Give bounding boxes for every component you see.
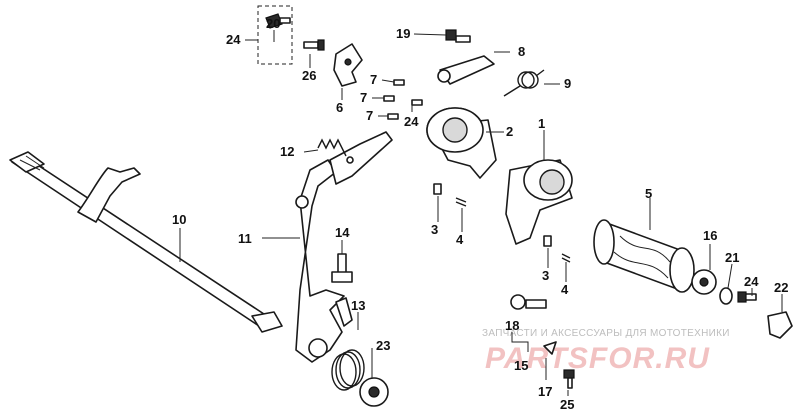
callout-4-left: 4: [456, 232, 464, 247]
part-18-spindle-pin: [510, 294, 547, 310]
part-24-bolt-right: [737, 291, 757, 303]
callout-labels: 1 2 3 3 4 4 5 6 7 7 7 8 9 10 11 12 13 14…: [172, 16, 788, 412]
callout-25: 25: [560, 397, 574, 412]
part-1-shift-fork: [505, 159, 573, 245]
part-5-shift-drum: [593, 219, 695, 293]
part-14-pin: [331, 253, 353, 283]
part-4-clips: [455, 197, 571, 263]
leader-lines: [179, 30, 783, 396]
callout-11: 11: [238, 231, 252, 246]
part-8-stopper-arm: [437, 55, 495, 85]
callout-9: 9: [564, 76, 571, 91]
callout-5: 5: [645, 186, 652, 201]
part-22-cap: [767, 311, 793, 339]
callout-8: 8: [518, 44, 525, 59]
part-9-stopper-spring: [503, 69, 545, 97]
part-7-pins: [383, 79, 405, 120]
callout-19: 19: [396, 26, 410, 41]
callout-23: 23: [376, 338, 390, 353]
part-17-clip: [543, 341, 557, 355]
callout-21: 21: [725, 250, 739, 265]
watermark-tagline: ЗАПЧАСТИ И АКСЕССУАРЫ ДЛЯ МОТОТЕХНИКИ: [482, 328, 730, 339]
callout-7-mid: 7: [360, 90, 367, 105]
part-2-shift-fork: [426, 107, 497, 179]
callout-12: 12: [280, 144, 294, 159]
callout-2: 2: [506, 124, 513, 139]
callout-7-top: 7: [370, 72, 377, 87]
part-3-guide-pins: [433, 183, 552, 247]
callout-17: 17: [538, 384, 552, 399]
callout-24-boxed: 24: [226, 32, 241, 47]
part-24-pin-center: [411, 99, 423, 106]
part-16-cam-plate: [691, 269, 717, 295]
callout-24-right: 24: [744, 274, 759, 289]
part-10-shift-spindle: [9, 151, 283, 333]
part-11-shift-arm: [295, 131, 393, 363]
part-19-bolt: [445, 29, 471, 43]
callout-6: 6: [336, 100, 343, 115]
watermark-brand: PARTSFOR.RU: [485, 342, 710, 375]
part-25-bolt: [563, 369, 575, 389]
callout-14: 14: [335, 225, 350, 240]
callout-4-right: 4: [561, 282, 569, 297]
callout-22: 22: [774, 280, 788, 295]
part-12-return-spring: [317, 138, 354, 164]
part-26-bolt: [303, 39, 325, 51]
callout-10: 10: [172, 212, 186, 227]
callout-13: 13: [351, 298, 365, 313]
part-20-bolt-boxed: [257, 5, 293, 65]
watermark: ЗАПЧАСТИ И АКСЕССУАРЫ ДЛЯ МОТОТЕХНИКИ PA…: [482, 328, 730, 375]
part-23-collar: [359, 377, 389, 407]
callout-20: 20: [266, 16, 280, 31]
part-21-washer: [719, 287, 733, 305]
callout-1: 1: [538, 116, 545, 131]
part-13-coil-spring: [331, 297, 365, 391]
callout-3-left: 3: [431, 222, 438, 237]
callout-15: 15: [514, 358, 528, 373]
callout-18: 18: [505, 318, 519, 333]
callout-24-center: 24: [404, 114, 419, 129]
callout-26: 26: [302, 68, 316, 83]
part-6-plate: [333, 43, 363, 87]
callout-3-right: 3: [542, 268, 549, 283]
callout-16: 16: [703, 228, 717, 243]
callout-7-low: 7: [366, 108, 373, 123]
